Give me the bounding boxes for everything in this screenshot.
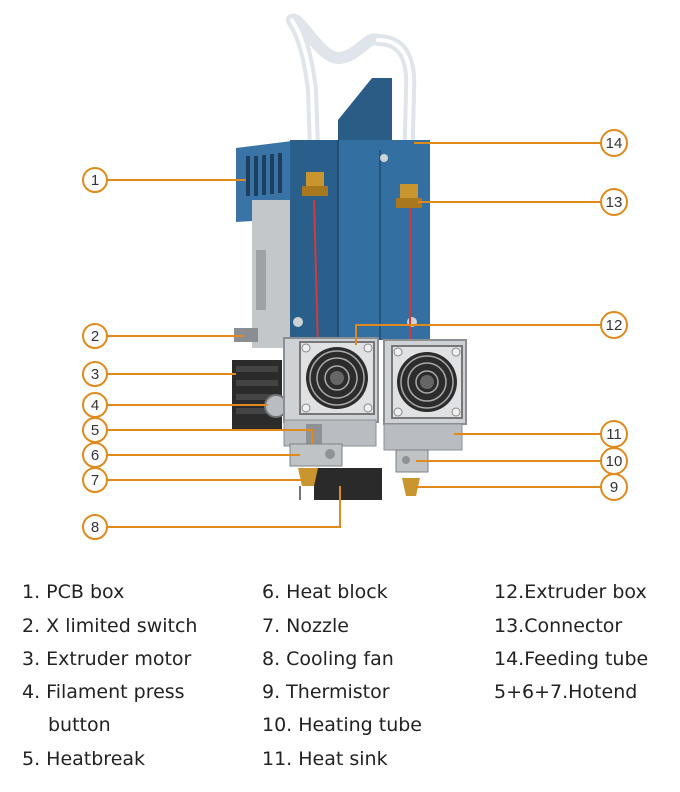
callout-circle-1 bbox=[82, 167, 108, 193]
nozzle-left bbox=[298, 468, 318, 486]
callout-number-13: 13 bbox=[606, 194, 623, 211]
callout-badge-2: 2 bbox=[82, 323, 108, 349]
legend-item-9: 9. Thermistor bbox=[262, 681, 390, 703]
callout-number-2: 2 bbox=[91, 328, 99, 345]
legend-item-5: 5. Heatbreak bbox=[22, 748, 146, 770]
callout-badge-7: 7 bbox=[82, 467, 108, 493]
callout-badge-3: 3 bbox=[82, 361, 108, 387]
callout-circle-8 bbox=[82, 514, 108, 540]
legend-item-11: 11. Heat sink bbox=[262, 748, 388, 770]
callout-badge-5: 5 bbox=[82, 417, 108, 443]
extruder-box-top bbox=[338, 78, 392, 140]
callout-circle-3 bbox=[82, 361, 108, 387]
legend-item-12: 12.Extruder box bbox=[494, 581, 647, 603]
callout-number-1: 1 bbox=[91, 172, 99, 189]
cooling-fan-duct bbox=[314, 468, 382, 500]
leader-line-12 bbox=[355, 324, 601, 345]
callout-number-5: 5 bbox=[91, 422, 99, 439]
legend-item-8: 8. Cooling fan bbox=[262, 648, 394, 670]
legend-item-hotend: 5+6+7.Hotend bbox=[494, 681, 638, 703]
fan-left bbox=[299, 341, 375, 415]
leader-line-8 bbox=[107, 486, 341, 528]
callout-badge-11: 11 bbox=[600, 420, 628, 448]
callout-badge-14: 14 bbox=[600, 129, 628, 157]
callout-badge-10: 10 bbox=[600, 447, 628, 475]
legend-item-7: 7. Nozzle bbox=[262, 615, 349, 637]
callout-badge-13: 13 bbox=[600, 188, 628, 216]
callout-circle-2 bbox=[82, 323, 108, 349]
callout-badge-12: 12 bbox=[600, 311, 628, 339]
heat-sink-right bbox=[383, 423, 463, 451]
legend-item-10: 10. Heating tube bbox=[262, 714, 422, 736]
x-limit-switch bbox=[234, 328, 258, 342]
legend-item-13: 13.Connector bbox=[494, 615, 623, 637]
callout-circle-11 bbox=[600, 420, 628, 448]
heat-sink-left bbox=[283, 419, 377, 447]
callout-number-14: 14 bbox=[606, 135, 623, 152]
callout-circle-14 bbox=[600, 129, 628, 157]
extruder-illustration bbox=[232, 13, 467, 500]
leader-lines bbox=[107, 142, 601, 528]
callout-number-8: 8 bbox=[91, 519, 99, 536]
callout-number-7: 7 bbox=[91, 472, 99, 489]
leader-line-5 bbox=[107, 429, 313, 444]
callout-number-11: 11 bbox=[606, 426, 622, 443]
heatbreak bbox=[306, 424, 322, 444]
callout-badge-9: 9 bbox=[600, 473, 628, 501]
callout-badge-1: 1 bbox=[82, 167, 108, 193]
callout-circle-12 bbox=[600, 311, 628, 339]
callout-circle-7 bbox=[82, 467, 108, 493]
legend-item-14: 14.Feeding tube bbox=[494, 648, 649, 670]
callout-number-4: 4 bbox=[91, 397, 99, 414]
callout-badge-6: 6 bbox=[82, 442, 108, 468]
legend-item-3: 3. Extruder motor bbox=[22, 648, 192, 670]
fan-right bbox=[391, 345, 463, 419]
legend-item-2: 2. X limited switch bbox=[22, 615, 198, 637]
callout-badge-4: 4 bbox=[82, 392, 108, 418]
callout-circle-13 bbox=[600, 188, 628, 216]
legend-item-4-continued: button bbox=[48, 714, 111, 736]
callout-badge-8: 8 bbox=[82, 514, 108, 540]
legend-item-4: 4. Filament press bbox=[22, 681, 185, 703]
legend-item-1: 1. PCB box bbox=[22, 581, 125, 603]
callout-number-3: 3 bbox=[91, 366, 99, 383]
legend-item-6: 6. Heat block bbox=[262, 581, 388, 603]
nozzle-right bbox=[402, 478, 420, 496]
callout-number-6: 6 bbox=[91, 447, 99, 464]
callout-number-9: 9 bbox=[610, 479, 618, 496]
callout-number-10: 10 bbox=[606, 453, 623, 470]
callout-number-12: 12 bbox=[606, 317, 623, 334]
